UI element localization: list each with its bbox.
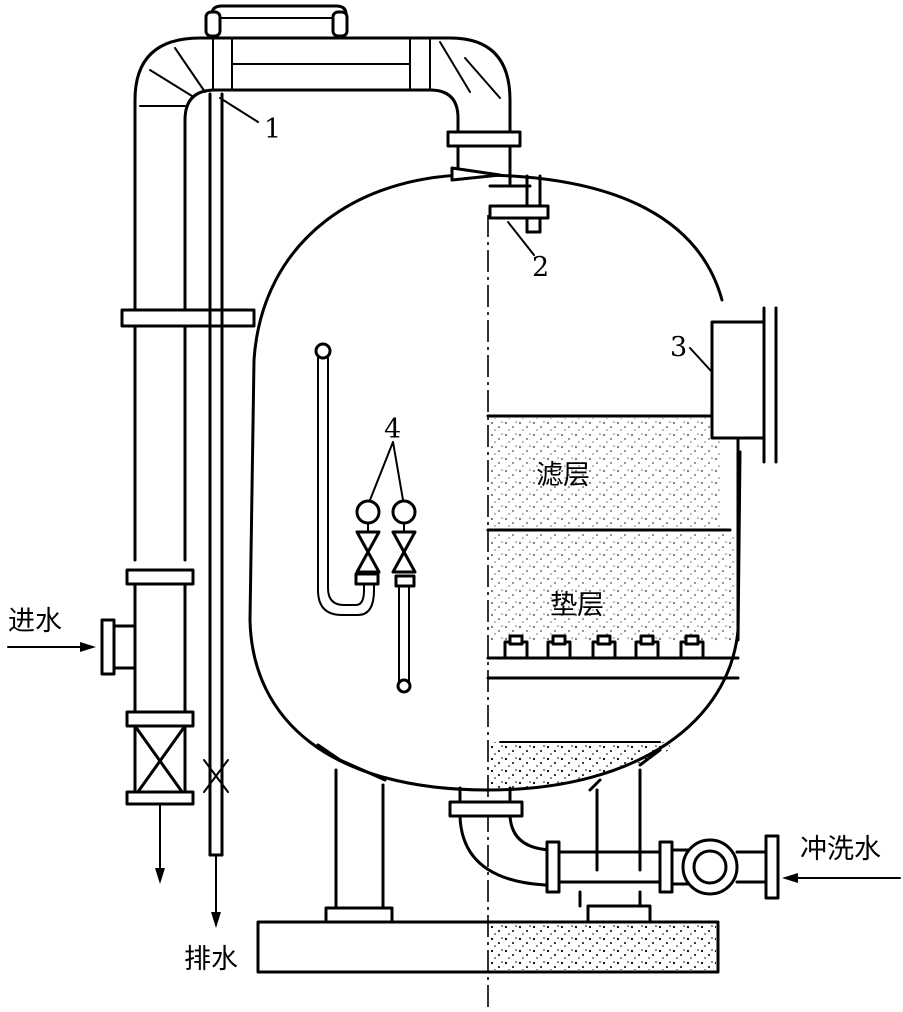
top-inlet-pipe <box>133 4 532 562</box>
side-manhole <box>710 306 778 464</box>
callout-2: 2 <box>532 252 549 283</box>
distribution-nozzles <box>503 634 705 660</box>
level-gauge <box>314 342 380 616</box>
callout-3: 3 <box>670 332 687 363</box>
leader-lines <box>219 97 713 501</box>
callout-4: 4 <box>384 414 401 445</box>
label-drain: 排水 <box>184 944 238 975</box>
label-support-layer: 垫层 <box>550 590 604 621</box>
pressure-gauges <box>355 499 417 694</box>
backwash-pipe <box>448 786 780 908</box>
drain-pipe <box>203 92 229 928</box>
label-filter-layer: 滤层 <box>536 460 590 491</box>
flow-arrows <box>7 642 901 883</box>
inlet-bracket <box>488 174 550 234</box>
label-backwash: 冲洗水 <box>800 834 881 865</box>
callout-1: 1 <box>264 114 281 145</box>
pipe-support-bracket <box>120 308 256 328</box>
inlet-pipe-lower <box>100 568 195 884</box>
label-inlet: 进水 <box>8 606 62 637</box>
filter-media-layers <box>486 414 740 788</box>
